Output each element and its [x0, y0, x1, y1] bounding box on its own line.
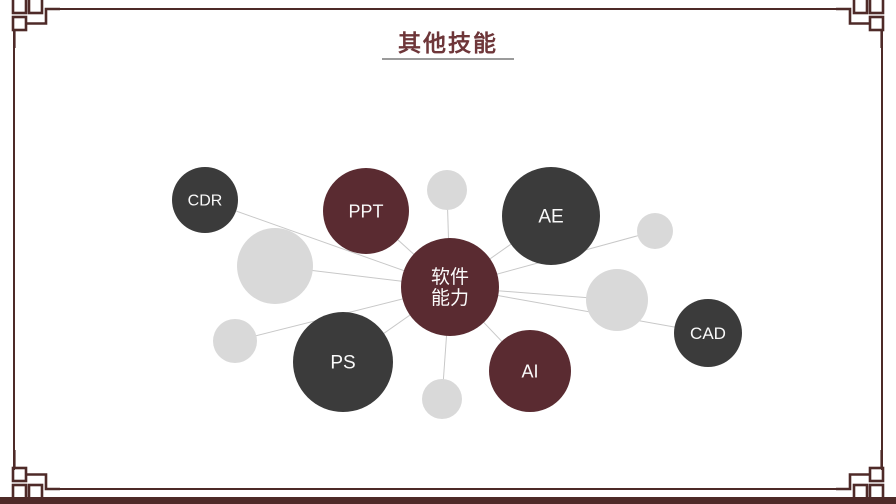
corner-knot-ornament-top-right: [836, 0, 885, 48]
node-label-ae: AE: [538, 207, 563, 228]
node-circle-ae: [502, 167, 600, 265]
node-circle-cad: [674, 299, 742, 367]
frame-border-top: [58, 8, 838, 10]
corner-knot-ornament-bottom-left: [11, 450, 60, 498]
frame-border-left: [13, 44, 15, 470]
frame-border-right: [881, 44, 883, 470]
node-label-ai: AI: [521, 361, 538, 381]
bottom-accent-bar: [0, 497, 896, 504]
node-circle-ppt: [323, 168, 409, 254]
node-label-cad: CAD: [690, 324, 726, 343]
center-node-label: 软件能力: [431, 266, 469, 309]
decorative-circle: [237, 228, 313, 304]
center-node-circle: [401, 238, 499, 336]
decorative-circle: [427, 170, 467, 210]
node-label-ps: PS: [330, 353, 355, 374]
node-circle-ps: [293, 312, 393, 412]
frame-border-bottom: [58, 488, 838, 490]
decorative-circle: [213, 319, 257, 363]
decorative-circle: [422, 379, 462, 419]
node-circle-ai: [489, 330, 571, 412]
node-circle-cdr: [172, 167, 238, 233]
decorative-circle: [637, 213, 673, 249]
title-underline: [382, 58, 514, 60]
decorative-circle: [586, 269, 648, 331]
node-label-cdr: CDR: [188, 193, 223, 210]
node-label-ppt: PPT: [348, 201, 383, 221]
slide-title: 其他技能: [398, 30, 498, 56]
